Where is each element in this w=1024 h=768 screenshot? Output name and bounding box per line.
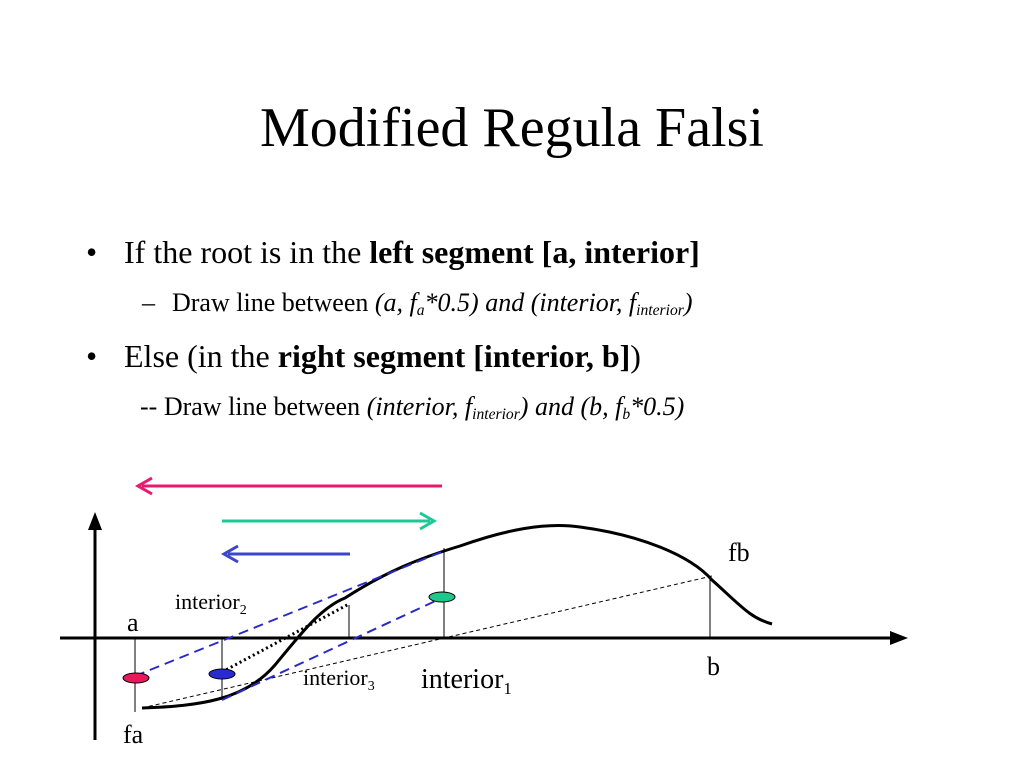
bullet-text: If the root is in the	[124, 234, 370, 270]
label-interior3-sub: 3	[368, 679, 375, 694]
label-interior1-text: interior	[421, 664, 504, 695]
bullet-text: Else (in the	[124, 338, 278, 374]
sub-subscript-a: a	[416, 301, 425, 319]
bullet-bold-text: left segment [a, interior]	[369, 234, 700, 270]
label-b: b	[707, 652, 720, 681]
label-interior3: interior3	[303, 665, 375, 694]
sub-italic-2: *0.5) and (interior, f	[424, 288, 637, 317]
sub-italic-3: *0.5)	[630, 392, 685, 421]
bullet-marker: •	[86, 338, 98, 374]
sub-italic-1: (interior, f	[366, 392, 473, 421]
label-interior2: interior2	[175, 589, 247, 618]
secant-modified-1	[134, 550, 445, 677]
marker-interior2	[208, 668, 236, 680]
sub-italic-1: (a, f	[374, 288, 417, 317]
label-interior1: interior1	[421, 664, 512, 698]
secant-modified-2	[221, 596, 445, 701]
marker-fa	[122, 672, 150, 684]
sub-bullet-right-rule: -- Draw line between (interior, finterio…	[140, 392, 685, 423]
label-interior2-sub: 2	[240, 603, 247, 618]
arrow-left-bottom	[220, 544, 350, 564]
sub-text: Draw line between	[172, 288, 375, 317]
slide-title: Modified Regula Falsi	[260, 97, 764, 159]
label-a: a	[127, 608, 139, 637]
label-fa: fa	[123, 720, 144, 749]
bullet-left-segment: If the root is in the left segment [a, i…	[124, 236, 700, 268]
bullet-marker: •	[86, 234, 98, 270]
label-interior3-text: interior	[303, 665, 368, 690]
arrow-right	[222, 511, 438, 531]
x-axis	[60, 631, 908, 645]
function-curve	[141, 524, 773, 710]
sub-text: -- Draw line between	[140, 392, 367, 421]
sub-italic-2: ) and (b, f	[519, 392, 623, 421]
arrow-left-top	[134, 476, 442, 496]
marker-interior1	[428, 591, 456, 603]
sub-bullet-marker: –	[142, 288, 155, 317]
secant-dotted	[221, 602, 350, 674]
y-axis	[88, 512, 102, 740]
sub-subscript-interior: interior	[636, 301, 684, 319]
bullet-right-segment: Else (in the right segment [interior, b]…	[124, 340, 641, 372]
sub-subscript-interior: interior	[472, 405, 520, 423]
bullet-suffix: )	[630, 338, 641, 374]
sub-italic-3: )	[683, 288, 693, 317]
sub-bullet-left-rule: Draw line between (a, fa*0.5) and (inter…	[172, 288, 693, 319]
label-interior2-text: interior	[175, 589, 240, 614]
bullet-bold-text: right segment [interior, b]	[277, 338, 631, 374]
label-fb: fb	[728, 538, 750, 567]
sub-subscript-b: b	[622, 405, 631, 423]
label-interior1-sub: 1	[503, 679, 512, 698]
